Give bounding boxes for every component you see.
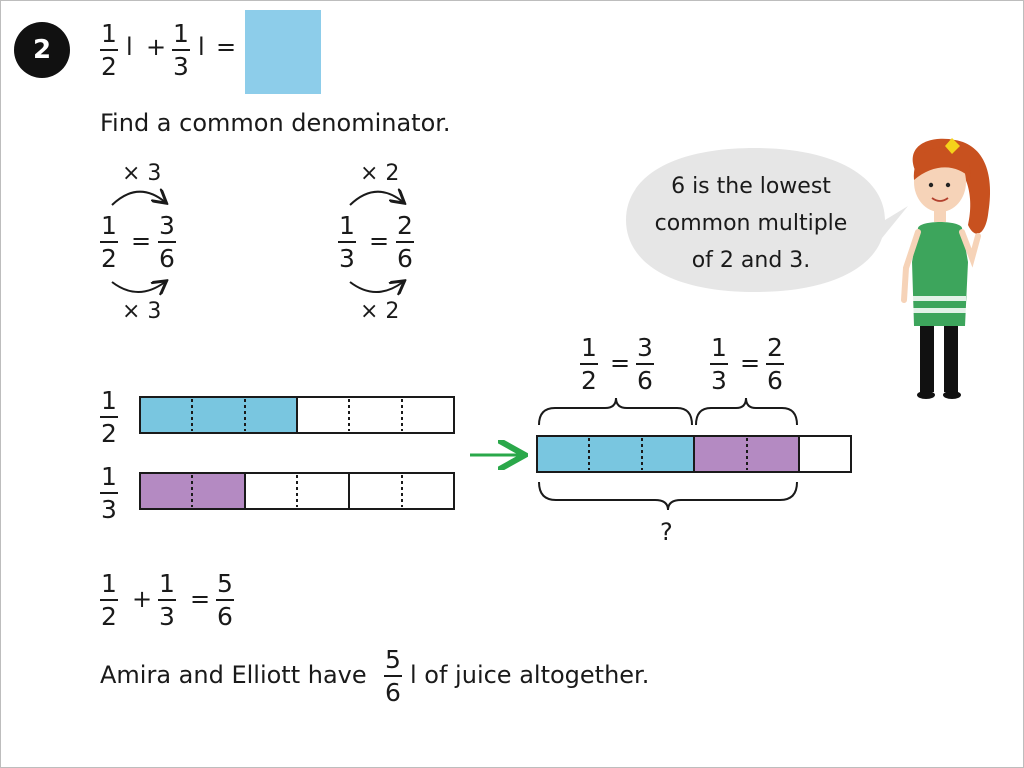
- plus-sign: +: [132, 585, 153, 613]
- brace-third: [695, 397, 798, 426]
- equals-sign: =: [190, 585, 211, 613]
- top-multiplier-third: × 2: [360, 161, 400, 186]
- conclusion-text-end: l of juice altogether.: [410, 661, 650, 689]
- numerator: 1: [159, 569, 175, 598]
- unit-litre: l: [126, 33, 133, 61]
- third-bar: [139, 472, 455, 510]
- combined-bar-blue: [537, 436, 694, 472]
- combined-bar-purple: [694, 436, 799, 472]
- numerator: 5: [385, 645, 401, 674]
- numerator: 1: [101, 569, 117, 598]
- numerator: 1: [101, 211, 117, 240]
- denominator: 3: [339, 244, 355, 273]
- denominator: 3: [173, 52, 189, 81]
- numerator: 3: [637, 333, 653, 362]
- half-bar: [139, 396, 455, 434]
- bubble-line-2: common multiple: [654, 211, 848, 236]
- denominator: 2: [581, 366, 597, 395]
- brace-half: [538, 397, 693, 426]
- numerator: 3: [159, 211, 175, 240]
- bottom-multiplier-third: × 2: [360, 299, 400, 324]
- brace-total: [538, 481, 798, 511]
- denominator: 2: [101, 419, 117, 448]
- bottom-arc-arrow-third: [349, 282, 403, 292]
- denominator: 6: [217, 602, 233, 631]
- top-multiplier-half: × 3: [122, 161, 162, 186]
- equals-sign: =: [216, 33, 237, 61]
- plus-sign: +: [146, 33, 167, 61]
- denominator: 2: [101, 602, 117, 631]
- denominator: 6: [637, 366, 653, 395]
- speech-bubble: [626, 148, 908, 292]
- conclusion-text-start: Amira and Elliott have: [100, 661, 367, 689]
- numerator: 5: [217, 569, 233, 598]
- numerator: 1: [581, 333, 597, 362]
- denominator: 3: [711, 366, 727, 395]
- numerator: 1: [711, 333, 727, 362]
- numerator: 2: [397, 211, 413, 240]
- equals-sign: =: [740, 349, 761, 377]
- top-arc-arrow-half: [111, 192, 165, 206]
- instruction-text: Find a common denominator.: [100, 109, 451, 137]
- denominator: 2: [101, 52, 117, 81]
- equals-sign: =: [369, 227, 390, 255]
- top-arc-arrow-third: [349, 192, 403, 206]
- bottom-arc-arrow-half: [111, 282, 165, 292]
- answer-box: [245, 10, 321, 94]
- numerator: 1: [101, 386, 117, 415]
- denominator: 2: [101, 244, 117, 273]
- combined-bar: [536, 435, 852, 473]
- half-bar-filled: [140, 397, 297, 433]
- numerator: 2: [767, 333, 783, 362]
- equals-sign: =: [131, 227, 152, 255]
- equals-sign: =: [610, 349, 631, 377]
- denominator: 3: [159, 602, 175, 631]
- bubble-line-3: of 2 and 3.: [691, 248, 811, 273]
- denominator: 6: [159, 244, 175, 273]
- numerator: 1: [339, 211, 355, 240]
- numerator: 1: [173, 19, 189, 48]
- speech-bubble-text: 6 is the lowest common multiple of 2 and…: [636, 168, 866, 279]
- question-number: 2: [32, 35, 52, 65]
- denominator: 3: [101, 495, 117, 524]
- third-bar-outline: [139, 472, 455, 510]
- denominator: 6: [397, 244, 413, 273]
- third-bar-filled: [140, 473, 245, 509]
- numerator: 1: [101, 462, 117, 491]
- bottom-multiplier-half: × 3: [122, 299, 162, 324]
- denominator: 6: [385, 678, 401, 707]
- numerator: 1: [101, 19, 117, 48]
- denominator: 6: [767, 366, 783, 395]
- bubble-line-1: 6 is the lowest: [671, 174, 831, 199]
- question-mark: ?: [660, 518, 673, 546]
- question-number-badge: 2: [14, 22, 70, 78]
- unit-litre: l: [198, 33, 205, 61]
- girl-illustration: [901, 138, 991, 399]
